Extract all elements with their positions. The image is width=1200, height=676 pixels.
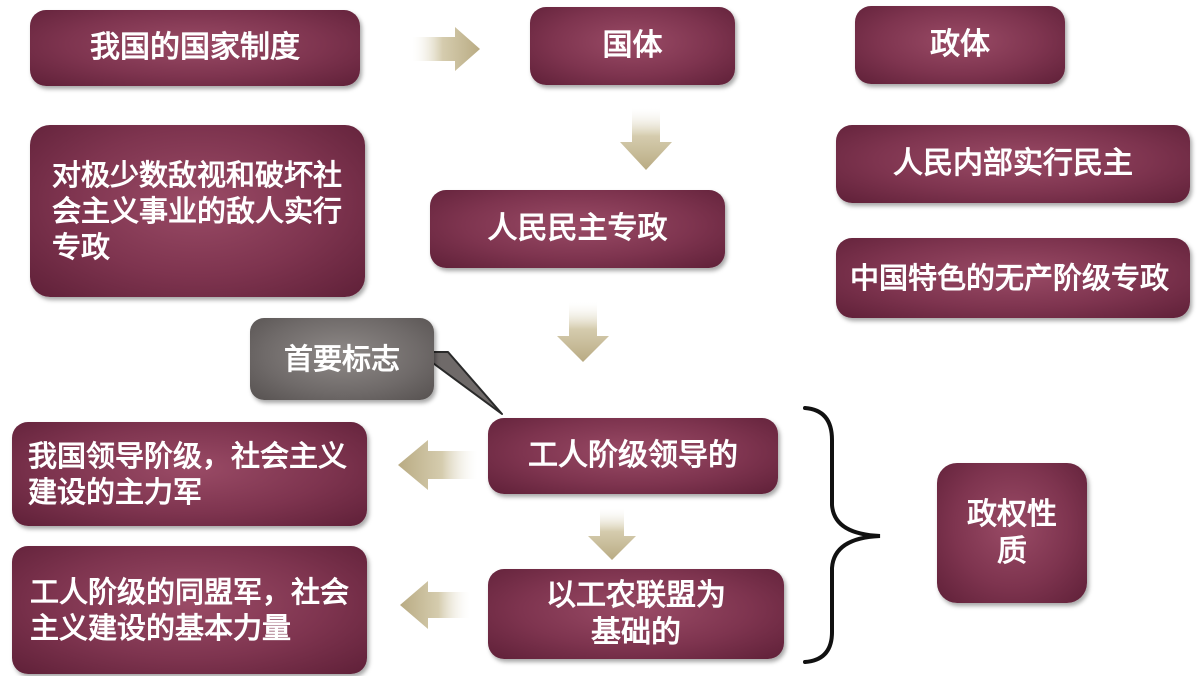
regime-nature-label: 政权性质 [967, 496, 1057, 570]
democracy-people-box: 人民内部实行民主 [836, 125, 1190, 203]
political-system-box: 政体 [855, 6, 1065, 84]
dictatorship-enemies-box: 对极少数敌视和破坏社会主义事业的敌人实行专政 [30, 125, 365, 297]
primary-sign-callout: 首要标志 [250, 318, 434, 400]
state-system-box: 国体 [530, 7, 735, 85]
ally-army-box: 工人阶级的同盟军，社会主义建设的基本力量 [12, 546, 367, 674]
worker-peasant-alliance-box: 以工农联盟为基础的 [488, 569, 784, 659]
peoples-democratic-dictatorship-label: 人民民主专政 [487, 211, 668, 247]
worker-peasant-alliance-label: 以工农联盟为基础的 [546, 577, 726, 651]
leading-class-box: 我国领导阶级，社会主义建设的主力军 [12, 422, 367, 526]
peoples-democratic-dictatorship-box: 人民民主专政 [430, 190, 725, 268]
dictatorship-enemies-label: 对极少数敌视和破坏社会主义事业的敌人实行专政 [52, 157, 343, 265]
leading-class-label: 我国领导阶级，社会主义建设的主力军 [28, 438, 348, 509]
regime-nature-box: 政权性质 [937, 463, 1087, 603]
arrow-left-icon [398, 440, 478, 490]
proletarian-dictatorship-label: 中国特色的无产阶级专政 [850, 260, 1170, 295]
arrow-down-icon [557, 302, 609, 362]
curly-brace [803, 406, 881, 664]
national-system-box: 我国的国家制度 [30, 10, 360, 86]
arrow-down-icon [620, 108, 672, 170]
arrow-down-icon [588, 508, 636, 560]
arrow-left-icon [400, 581, 470, 629]
democracy-people-label: 人民内部实行民主 [893, 146, 1133, 182]
arrow-right-icon [412, 27, 480, 71]
primary-sign-label: 首要标志 [283, 341, 400, 376]
ally-army-label: 工人阶级的同盟军，社会主义建设的基本力量 [30, 574, 350, 645]
state-system-label: 国体 [602, 28, 663, 64]
national-system-label: 我国的国家制度 [90, 30, 300, 66]
led-by-working-class-label: 工人阶级领导的 [528, 438, 738, 474]
proletarian-dictatorship-box: 中国特色的无产阶级专政 [836, 238, 1190, 318]
political-system-label: 政体 [930, 27, 990, 63]
led-by-working-class-box: 工人阶级领导的 [488, 418, 778, 494]
